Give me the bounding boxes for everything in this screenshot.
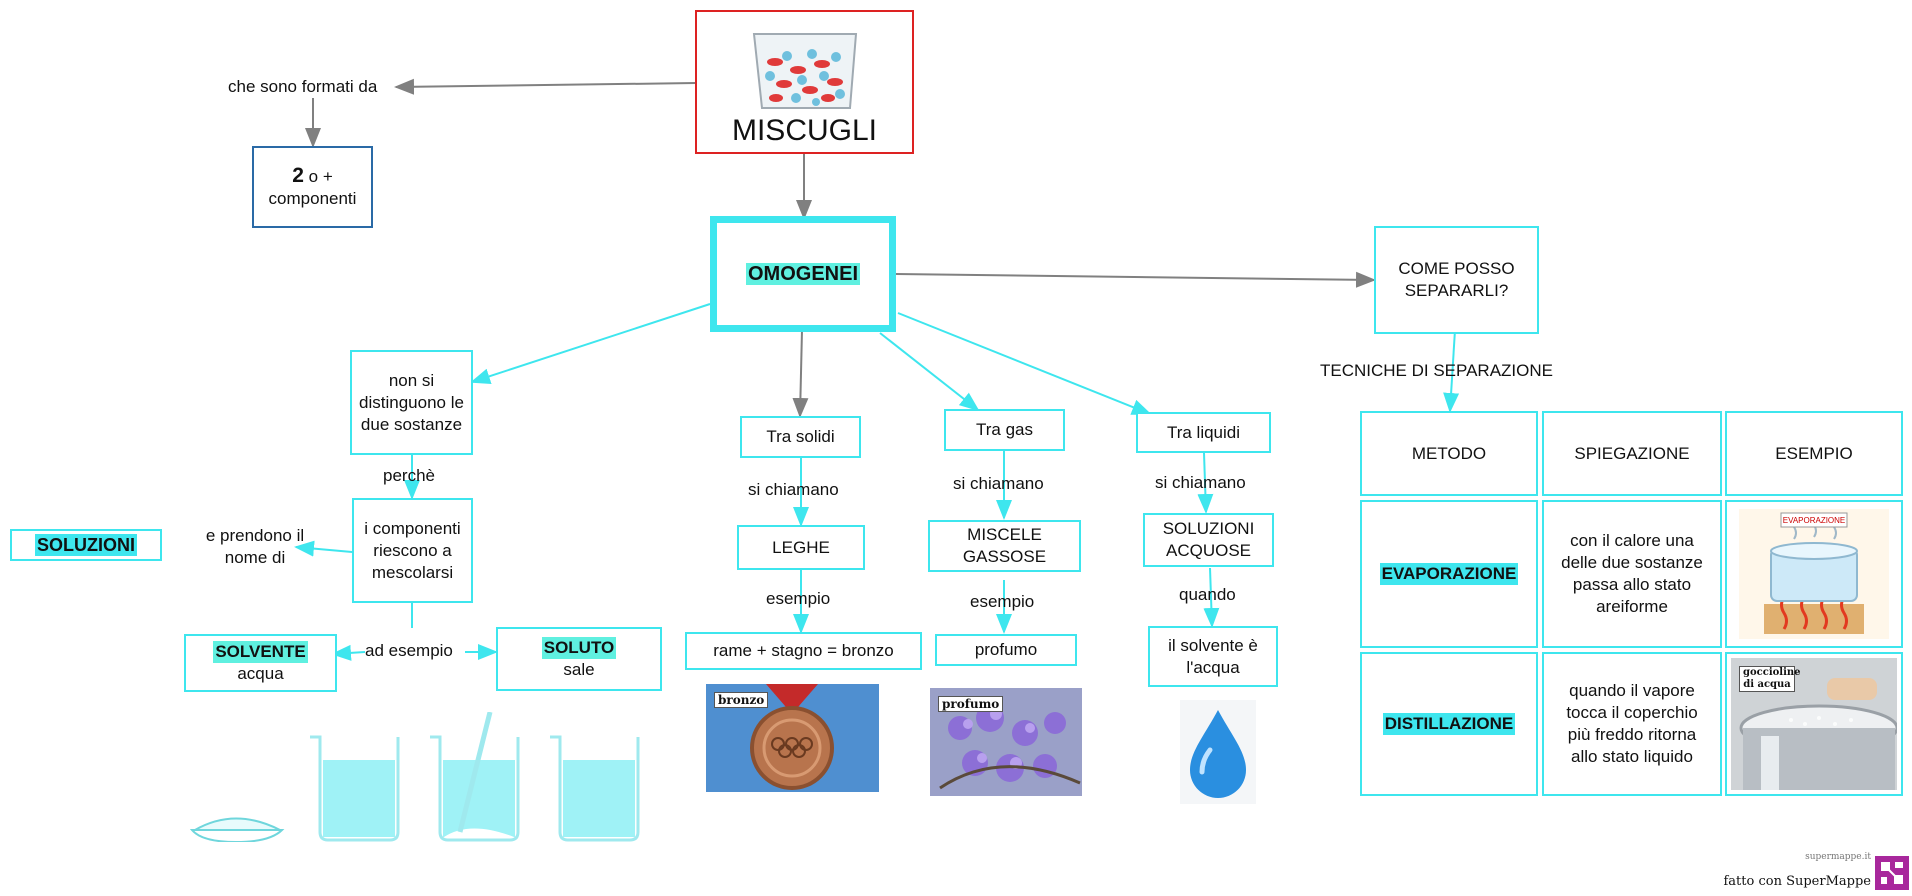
table-row-evaporazione-example: EVAPORAZIONE <box>1725 500 1903 648</box>
soluto-title: SOLUTO <box>541 637 617 659</box>
solvente-acqua-node[interactable]: il solvente è l'acqua <box>1148 626 1278 687</box>
link-perche: perchè <box>383 466 435 485</box>
bronze-medal-photo: bronzo <box>706 684 879 792</box>
water-beaker-icon <box>310 735 400 842</box>
miscugli-node[interactable]: MISCUGLI <box>695 10 914 154</box>
componenti-node[interactable]: 2 o + componenti <box>252 146 373 228</box>
soluto-value: sale <box>563 660 595 679</box>
soluto-node[interactable]: SOLUTO sale <box>496 627 662 691</box>
evaporazione-label: EVAPORAZIONE <box>1379 563 1519 585</box>
link-che-sono-formati-da: che sono formati da <box>228 77 378 96</box>
link-solidi-esempio: esempio <box>766 589 831 608</box>
salt-pile-icon <box>190 817 285 842</box>
mescolarsi-node[interactable]: i componenti riescono a mescolarsi <box>352 498 473 603</box>
solvente-node[interactable]: SOLVENTE acqua <box>184 634 337 692</box>
perfume-flowers-photo: profumo <box>930 688 1082 796</box>
omogenei-label: OMOGENEI <box>745 263 860 285</box>
components-number: 2 <box>292 163 304 187</box>
distillazione-label: DISTILLAZIONE <box>1382 713 1516 735</box>
profumo-example-node[interactable]: profumo <box>935 634 1077 666</box>
miscugli-title: MISCUGLI <box>731 114 878 147</box>
components-word: componenti <box>268 188 357 208</box>
bronzo-example-node[interactable]: rame + stagno = bronzo <box>685 632 922 670</box>
tra-gas-node[interactable]: Tra gas <box>944 409 1065 451</box>
evaporazione-image-tag: EVAPORAZIONE <box>1783 516 1846 525</box>
link-solidi-si-chiamano: si chiamano <box>748 480 839 499</box>
profumo-photo-tag: profumo <box>938 696 1004 712</box>
table-row-evaporazione-method: EVAPORAZIONE <box>1360 500 1538 648</box>
soluzioni-acquose-node[interactable]: SOLUZIONI ACQUOSE <box>1143 513 1274 567</box>
solution-beaker-icon <box>550 735 640 842</box>
beaker-particles-icon <box>752 33 857 109</box>
tra-liquidi-node[interactable]: Tra liquidi <box>1136 412 1271 453</box>
link-liquidi-quando: quando <box>1179 585 1236 604</box>
goccioline-image-tag: goccioline di acqua <box>1739 666 1801 692</box>
evaporation-illustration: EVAPORAZIONE <box>1739 509 1889 639</box>
miscele-gassose-node[interactable]: MISCELE GASSOSE <box>928 520 1081 572</box>
table-row-distillazione-example: goccioline di acqua <box>1725 652 1903 796</box>
supermappe-footer[interactable]: supermappe.it fatto con SuperMappe <box>1724 852 1911 892</box>
link-ad-esempio: ad esempio <box>365 641 453 660</box>
link-gas-si-chiamano: si chiamano <box>953 474 1044 493</box>
pot-lid-photo: goccioline di acqua <box>1731 658 1897 790</box>
come-separarli-node[interactable]: COME POSSO SEPARARLI? <box>1374 226 1539 334</box>
table-row-evaporazione-explanation: con il calore una delle due sostanze pas… <box>1542 500 1722 648</box>
tra-solidi-node[interactable]: Tra solidi <box>740 416 861 458</box>
table-row-distillazione-explanation: quando il vapore tocca il coperchio più … <box>1542 652 1722 796</box>
omogenei-node[interactable]: OMOGENEI <box>710 216 896 332</box>
link-prendono-il-nome: e prendono il nome di <box>205 526 305 567</box>
salt-and-beakers-illustration <box>190 712 640 842</box>
table-row-distillazione-method: DISTILLAZIONE <box>1360 652 1538 796</box>
non-distinguono-node[interactable]: non si distinguono le due sostanze <box>350 350 473 455</box>
bronzo-photo-tag: bronzo <box>714 692 769 708</box>
components-plus: o + <box>308 166 333 186</box>
table-header-esempio: ESEMPIO <box>1725 411 1903 496</box>
supermappe-logo-icon <box>1875 856 1909 890</box>
footer-small-text: supermappe.it <box>1805 852 1871 862</box>
table-header-spiegazione: SPIEGAZIONE <box>1542 411 1722 496</box>
water-drop-icon <box>1180 700 1256 804</box>
link-liquidi-si-chiamano: si chiamano <box>1155 473 1246 492</box>
solvente-title: SOLVENTE <box>213 641 308 663</box>
solvente-value: acqua <box>237 664 284 683</box>
soluzioni-node[interactable]: SOLUZIONI <box>10 529 162 561</box>
table-header-metodo: METODO <box>1360 411 1538 496</box>
leghe-node[interactable]: LEGHE <box>737 525 865 570</box>
footer-text: fatto con SuperMappe <box>1723 874 1872 889</box>
link-gas-esempio: esempio <box>970 592 1035 611</box>
soluzioni-label: SOLUZIONI <box>35 534 137 556</box>
stirred-beaker-icon <box>430 712 520 842</box>
link-tecniche-separazione: TECNICHE DI SEPARAZIONE <box>1320 361 1553 380</box>
